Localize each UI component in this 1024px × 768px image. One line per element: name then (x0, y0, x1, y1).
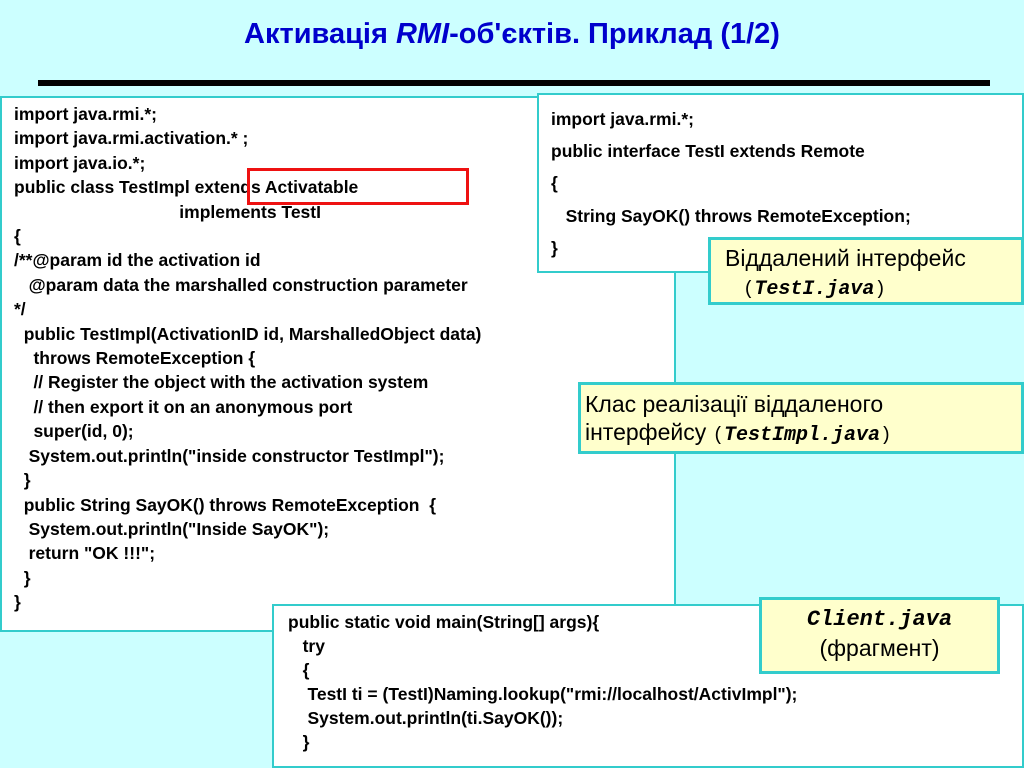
code-line: /**@param id the activation id (14, 250, 261, 271)
code-line: implements TestI (14, 201, 321, 222)
extends-highlight-box (247, 168, 469, 205)
code-line: // then export it on an anonymous port (14, 396, 353, 417)
callout-text-2: інтерфейсу (585, 419, 713, 445)
code-line: } (551, 237, 558, 258)
callout-file-line: (TestI.java) (725, 272, 1021, 304)
impl-file-name: TestImpl.java (724, 424, 881, 447)
interface-callout: Віддалений інтерфейс (TestI.java) (708, 237, 1024, 305)
code-line: } (14, 592, 21, 613)
code-line: import java.rmi.activation.* ; (14, 128, 249, 149)
code-line: TestI ti = (TestI)Naming.lookup("rmi://l… (288, 684, 798, 704)
title-divider (38, 80, 990, 86)
code-line: public static void main(String[] args){ (288, 612, 600, 632)
code-line: throws RemoteException { (14, 348, 256, 369)
code-line: import java.rmi.*; (14, 104, 157, 124)
callout-file-line: інтерфейсу (TestImpl.java) (585, 418, 1021, 450)
code-line: public String SayOK() throws RemoteExcep… (14, 494, 436, 515)
code-line: System.out.println(ti.SayOK()); (288, 708, 564, 728)
code-line: public class TestImpl extends Activatabl… (14, 177, 359, 198)
slide-title: Активація RMI-об'єктів. Приклад (1/2) (0, 14, 1024, 54)
open-paren: ( (712, 424, 725, 446)
code-line: */ (14, 299, 26, 320)
title-part1: Активація (244, 18, 396, 50)
code-line: System.out.println("Inside SayOK"); (14, 518, 330, 539)
open-paren: ( (743, 278, 755, 300)
interface-file-name: TestI.java (754, 278, 875, 301)
code-line: } (14, 567, 31, 588)
code-line: // Register the object with the activati… (14, 372, 429, 393)
code-line: import java.io.*; (14, 152, 146, 173)
client-callout: Client.java (фрагмент) (759, 597, 1000, 674)
callout-text: Віддалений інтерфейс (725, 245, 966, 271)
code-line: try (288, 636, 325, 656)
code-line: super(id, 0); (14, 421, 134, 442)
fragment-note: (фрагмент) (819, 635, 940, 661)
code-line: String SayOK() throws RemoteException; (551, 205, 911, 226)
code-line: return "OK !!!"; (14, 543, 156, 564)
close-paren: ) (880, 424, 892, 446)
code-line: } (14, 470, 31, 491)
client-file-name: Client.java (806, 607, 953, 632)
code-line: public interface TestI extends Remote (551, 141, 865, 162)
title-part2: -об'єктів. Приклад (1/2) (449, 18, 780, 50)
code-line: @param data the marshalled construction … (14, 274, 468, 295)
code-line: { (551, 173, 558, 194)
code-line: { (288, 660, 310, 680)
implementation-callout: Клас реалізації віддаленого інтерфейсу (… (578, 382, 1024, 454)
code-line: { (14, 226, 21, 247)
code-line: public TestImpl(ActivationID id, Marshal… (14, 323, 482, 344)
close-paren: ) (874, 278, 886, 300)
code-line: System.out.println("inside constructor T… (14, 445, 445, 466)
callout-text: Клас реалізації віддаленого (585, 391, 884, 417)
code-line: } (288, 732, 310, 752)
code-line: import java.rmi.*; (551, 109, 694, 129)
title-italic: RMI (395, 18, 450, 50)
